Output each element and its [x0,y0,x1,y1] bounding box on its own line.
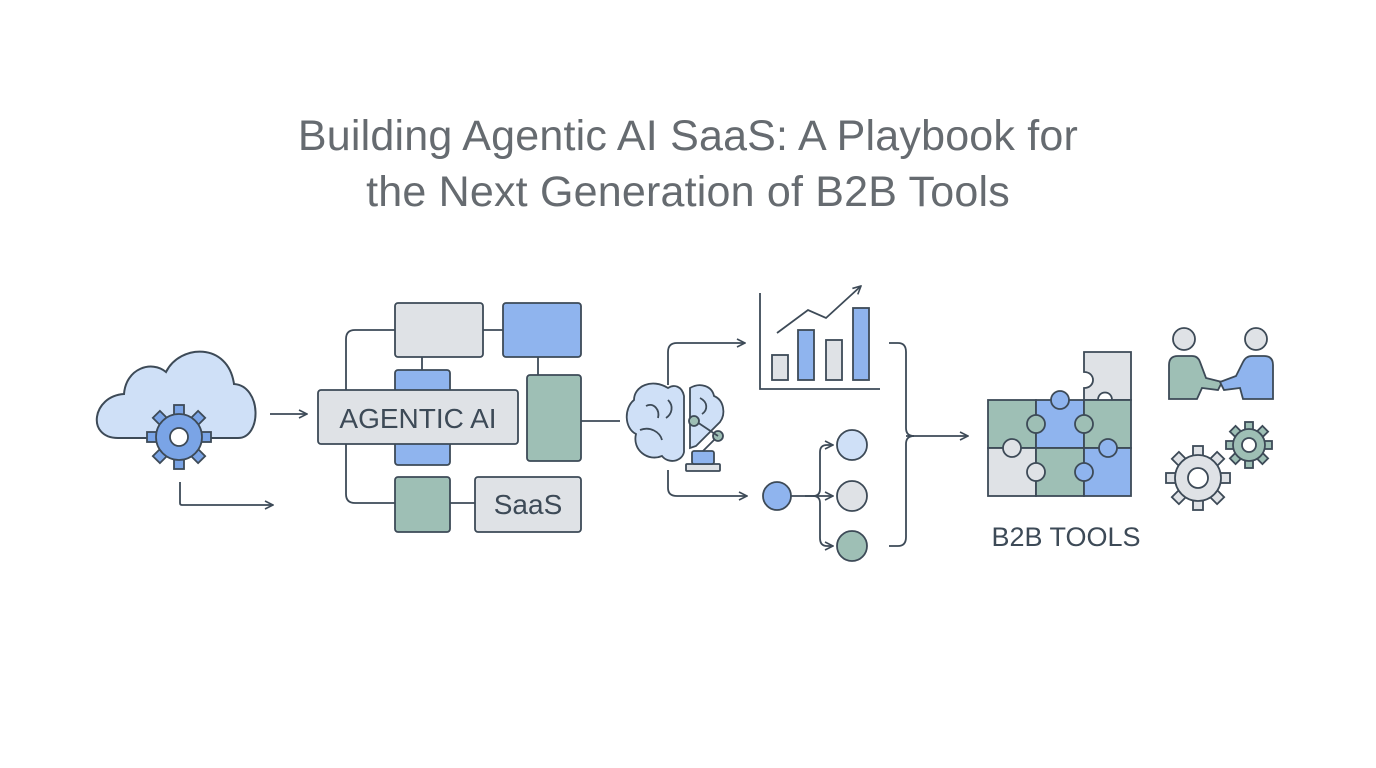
node-child-2 [836,480,868,512]
gear-large-icon [1165,445,1231,511]
agentic-ai-label: AGENTIC AI [339,403,496,434]
title-line-2: the Next Generation of B2B Tools [366,168,1010,216]
node-child-1 [836,429,868,461]
b2b-tools-label: B2B TOOLS [991,522,1140,552]
cloud-gear-icon [95,350,257,470]
gear-icon [146,404,212,470]
agentic-ai-module [317,302,620,533]
block-top-gray [394,302,484,358]
puzzle-icon [987,351,1132,497]
brain-icon [625,382,725,462]
node-child-3 [836,530,868,562]
merge-bracket [889,342,968,547]
person-right-body [1218,355,1274,400]
arrow-brain-to-chart [667,343,745,385]
page-title: Building Agentic AI SaaS: A Playbook for… [0,108,1376,220]
agentic-ai-box [317,389,519,445]
chart-bar-2 [797,329,815,381]
saas-label: SaaS [494,489,563,520]
arrow-cloud-down [179,482,273,505]
arrow-brain-to-nodes [667,470,747,496]
node-tree [762,429,868,562]
robot-arm-icon [685,415,724,472]
block-bottom-teal [394,476,451,533]
person-left-head [1172,327,1196,351]
bar-chart-icon [759,286,880,390]
node-root [762,481,792,511]
trend-arrow [776,286,861,334]
handshake-icon [1168,327,1274,400]
chart-bar-3 [825,339,843,381]
chart-bar-1 [771,354,789,381]
block-right-teal [526,374,582,462]
saas-box [474,476,582,533]
title-line-1: Building Agentic AI SaaS: A Playbook for [297,112,1079,160]
chart-bar-4 [852,307,870,381]
block-top-blue [502,302,582,358]
person-left-body [1168,355,1224,400]
gear-small-icon [1225,421,1273,469]
person-right-head [1244,327,1268,351]
